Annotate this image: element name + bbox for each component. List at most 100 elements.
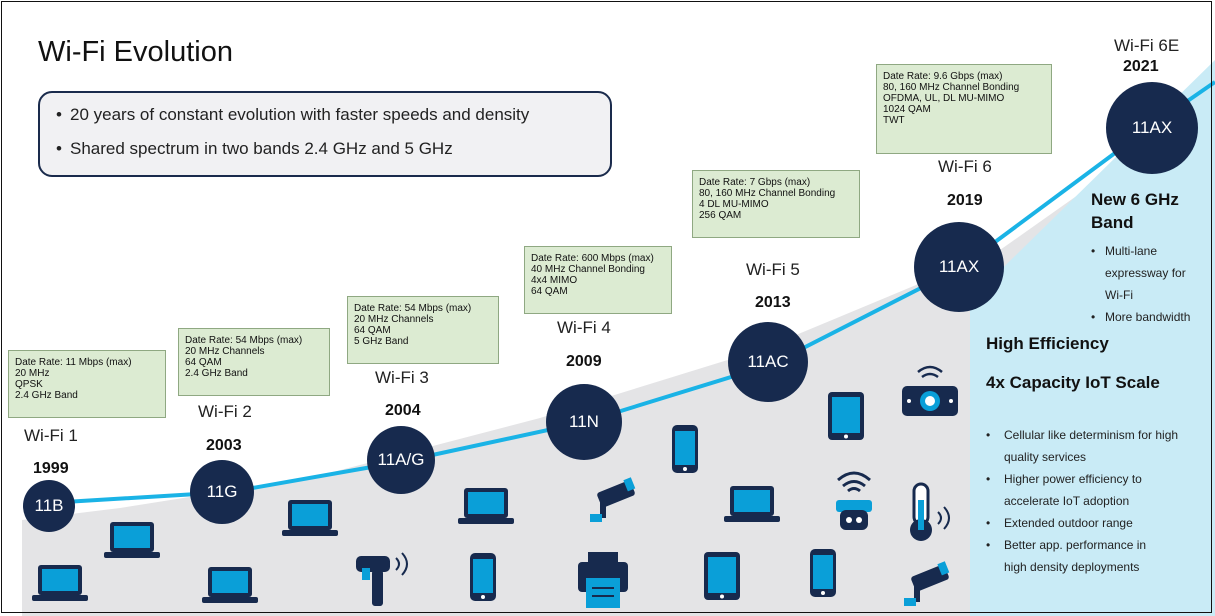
- standard-circle-11b: 11B: [23, 480, 75, 532]
- bullet: •: [1091, 310, 1096, 324]
- standard-circle-11n: 11N: [546, 384, 622, 460]
- bullet: •: [986, 538, 991, 552]
- band-bullet-text: Multi-lane: [1105, 244, 1158, 258]
- laptop-icon: [202, 567, 258, 603]
- year-label-2021: 2021: [1123, 58, 1159, 75]
- he-bullet: •Higher power efficiency to: [986, 468, 1212, 490]
- spec-line: 20 MHz Channels: [354, 314, 434, 325]
- band-bullet-cont: Wi-Fi: [1105, 288, 1133, 302]
- spec-line: Date Rate: 9.6 Gbps (max): [883, 71, 1003, 82]
- spec-box-wifi-6: Date Rate: 9.6 Gbps (max) 80, 160 MHz Ch…: [876, 64, 1052, 154]
- year-label-2003: 2003: [206, 437, 242, 454]
- spec-box-wifi-3: Date Rate: 54 Mbps (max) 20 MHz Channels…: [347, 296, 499, 364]
- year-label-1999: 1999: [33, 460, 69, 477]
- tablet-icon: [828, 392, 864, 440]
- spec-line: Date Rate: 54 Mbps (max): [185, 335, 303, 346]
- he-bullet-cont: quality services: [1004, 450, 1087, 464]
- spec-line: 2.4 GHz Band: [185, 368, 248, 379]
- smartphone-icon: [470, 553, 496, 601]
- smartphone-icon: [672, 425, 698, 473]
- summary-item: • Shared spectrum in two bands 2.4 GHz an…: [56, 139, 610, 159]
- laptop-icon: [104, 522, 160, 558]
- laptop-icon: [458, 488, 514, 524]
- wifi-camera-icon: [902, 365, 958, 416]
- summary-box: • 20 years of constant evolution with fas…: [38, 91, 612, 177]
- high-efficiency-title: High Efficiency: [986, 334, 1109, 353]
- capacity-title: 4x Capacity IoT Scale: [986, 373, 1160, 392]
- laptop-icon: [282, 500, 338, 536]
- bullet: •: [56, 139, 62, 158]
- spec-line: 256 QAM: [699, 210, 742, 221]
- band-bullet: • More bandwidth: [1091, 306, 1215, 328]
- band-bullets: •Multi-lane expressway for Wi-Fi •More b…: [1091, 240, 1215, 328]
- wifi-label-5: Wi-Fi 5: [746, 260, 800, 279]
- standard-circle-11ac: 11AC: [728, 322, 808, 402]
- he-bullet-cont: high density deployments: [1004, 560, 1140, 574]
- band-title-line-2: Band: [1091, 213, 1134, 232]
- page-title: Wi-Fi Evolution: [38, 36, 233, 68]
- summary-text: Shared spectrum in two bands 2.4 GHz and…: [70, 139, 453, 158]
- he-bullet: • Better app. performance in: [986, 534, 1212, 556]
- summary-item: • 20 years of constant evolution with fas…: [56, 105, 610, 125]
- bullet: •: [1091, 244, 1096, 258]
- spec-line: 4x4 MIMO: [531, 275, 578, 286]
- band-title-line-1: New 6 GHz: [1091, 190, 1179, 209]
- year-label-2004: 2004: [385, 402, 421, 419]
- he-bullet: • Cellular like determinism for high: [986, 424, 1212, 446]
- smartphone-icon: [810, 549, 836, 597]
- wifi-label-2: Wi-Fi 2: [198, 402, 252, 421]
- he-bullet-cont: accelerate IoT adoption: [1004, 494, 1130, 508]
- spec-box-wifi-4: Date Rate: 600 Mbps (max) 40 MHz Channel…: [524, 246, 672, 314]
- bullet: •: [986, 428, 991, 442]
- printer-icon: [578, 552, 628, 608]
- spec-box-wifi-5: Date Rate: 7 Gbps (max) 80, 160 MHz Chan…: [692, 170, 860, 238]
- spec-line: TWT: [883, 115, 905, 126]
- standard-circle-11g: 11G: [190, 460, 254, 524]
- barcode-scanner-icon: [356, 552, 408, 606]
- spec-line: Date Rate: 11 Mbps (max): [15, 357, 132, 368]
- he-bullet-text: Extended outdoor range: [1004, 516, 1133, 530]
- spec-line: 64 QAM: [354, 325, 391, 336]
- wifi-label-3: Wi-Fi 3: [375, 368, 429, 387]
- spec-line: Date Rate: 54 Mbps (max): [354, 303, 472, 314]
- laptop-icon: [32, 565, 88, 601]
- thermometer-icon: [910, 482, 950, 541]
- year-label-2009: 2009: [566, 353, 602, 370]
- spec-box-wifi-1: Date Rate: 11 Mbps (max) 20 MHz QPSK 2.4…: [8, 350, 166, 418]
- standard-circle-11ax-6e: 11AX: [1106, 82, 1198, 174]
- spec-line: 64 QAM: [185, 357, 222, 368]
- he-bullet-text: Better app. performance in: [1004, 538, 1147, 552]
- wifi-label-6: Wi-Fi 6: [938, 157, 992, 176]
- spec-line: Date Rate: 600 Mbps (max): [531, 253, 654, 264]
- spec-line: 5 GHz Band: [354, 336, 409, 347]
- bullet: •: [986, 516, 991, 530]
- standard-circle-11ag: 11A/G: [367, 426, 435, 494]
- band-bullet-text: More bandwidth: [1105, 310, 1191, 324]
- band-bullet: • Multi-lane: [1091, 240, 1215, 262]
- wifi-label-4: Wi-Fi 4: [557, 318, 611, 337]
- wifi-sensor-icon: [836, 471, 872, 530]
- spec-line: 4 DL MU-MIMO: [699, 199, 769, 210]
- spec-line: 40 MHz Channel Bonding: [531, 264, 645, 275]
- spec-line: 80, 160 MHz Channel Bonding: [883, 82, 1020, 93]
- high-efficiency-panel: [970, 60, 1215, 616]
- spec-box-wifi-2: Date Rate: 54 Mbps (max) 20 MHz Channels…: [178, 328, 330, 396]
- year-label-2019: 2019: [947, 192, 983, 209]
- high-efficiency-bullets: • Cellular like determinism for high qual…: [986, 424, 1212, 578]
- laptop-icon: [724, 486, 780, 522]
- bullet: •: [56, 105, 62, 124]
- spec-line: 64 QAM: [531, 286, 568, 297]
- spec-line: 20 MHz: [15, 368, 50, 379]
- bullet: •: [986, 472, 991, 486]
- tablet-icon: [704, 552, 740, 600]
- spec-line: 20 MHz Channels: [185, 346, 265, 357]
- spec-line: 1024 QAM: [883, 104, 931, 115]
- summary-text: 20 years of constant evolution with fast…: [70, 105, 530, 124]
- spec-line: 2.4 GHz Band: [15, 390, 78, 401]
- year-label-2013: 2013: [755, 294, 791, 311]
- wifi-label-6e: Wi-Fi 6E: [1114, 36, 1180, 55]
- he-bullet-text: Cellular like determinism for high: [1004, 428, 1179, 442]
- wifi-label-1: Wi-Fi 1: [24, 426, 78, 445]
